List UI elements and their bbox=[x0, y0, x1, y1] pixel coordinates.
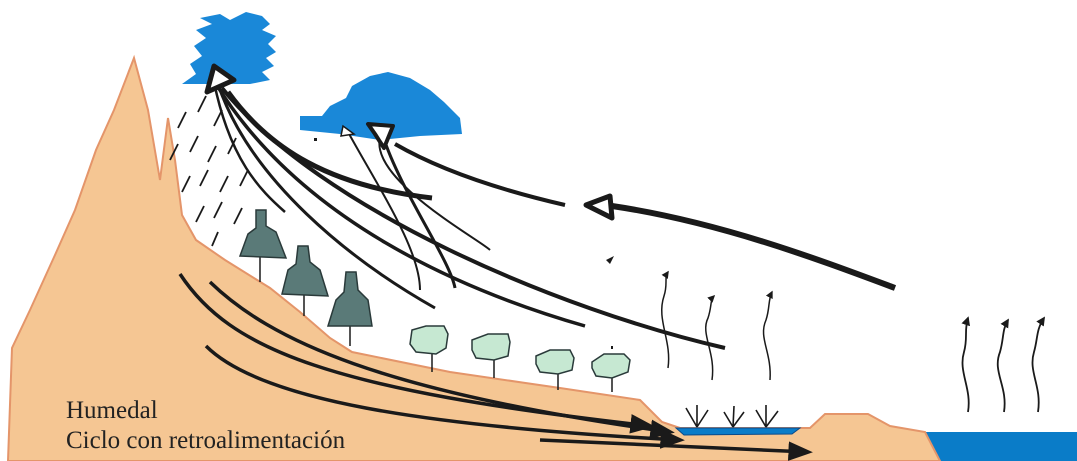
tree-icon bbox=[535, 349, 575, 390]
vapor-arrow-icon bbox=[606, 256, 614, 264]
diagram-title: Humedal bbox=[66, 397, 158, 424]
vapor-arrow-icon bbox=[340, 124, 356, 137]
vapor-arrow-icon bbox=[660, 270, 773, 381]
flow-arrow-icon bbox=[178, 273, 813, 461]
ocean bbox=[900, 432, 1077, 461]
marker-dot bbox=[314, 138, 317, 141]
vapor-arrow-icon bbox=[611, 203, 897, 291]
vapor-arrow-icon bbox=[583, 193, 615, 221]
tree-icon bbox=[471, 333, 511, 378]
cloud-icon bbox=[300, 72, 462, 140]
vapor-arrow-icon bbox=[204, 63, 237, 95]
vapor-arrow-icon bbox=[212, 81, 726, 350]
tree-icon bbox=[409, 325, 449, 372]
tree-icon bbox=[326, 271, 373, 346]
vapor-arrow-icon bbox=[347, 131, 566, 291]
tree-icon bbox=[238, 209, 288, 282]
cloud-icon bbox=[182, 12, 276, 84]
rain-icon bbox=[169, 95, 249, 247]
vapor-arrow-icon bbox=[961, 316, 1045, 413]
tree-icon bbox=[591, 346, 631, 392]
wetland-pool bbox=[674, 427, 802, 436]
land-mass bbox=[6, 54, 942, 461]
diagram-subtitle: Ciclo con retroalimentación bbox=[66, 427, 346, 454]
tree-icon bbox=[281, 245, 330, 316]
vapor-arrow-icon bbox=[366, 122, 395, 150]
wetland-grass bbox=[685, 405, 779, 428]
